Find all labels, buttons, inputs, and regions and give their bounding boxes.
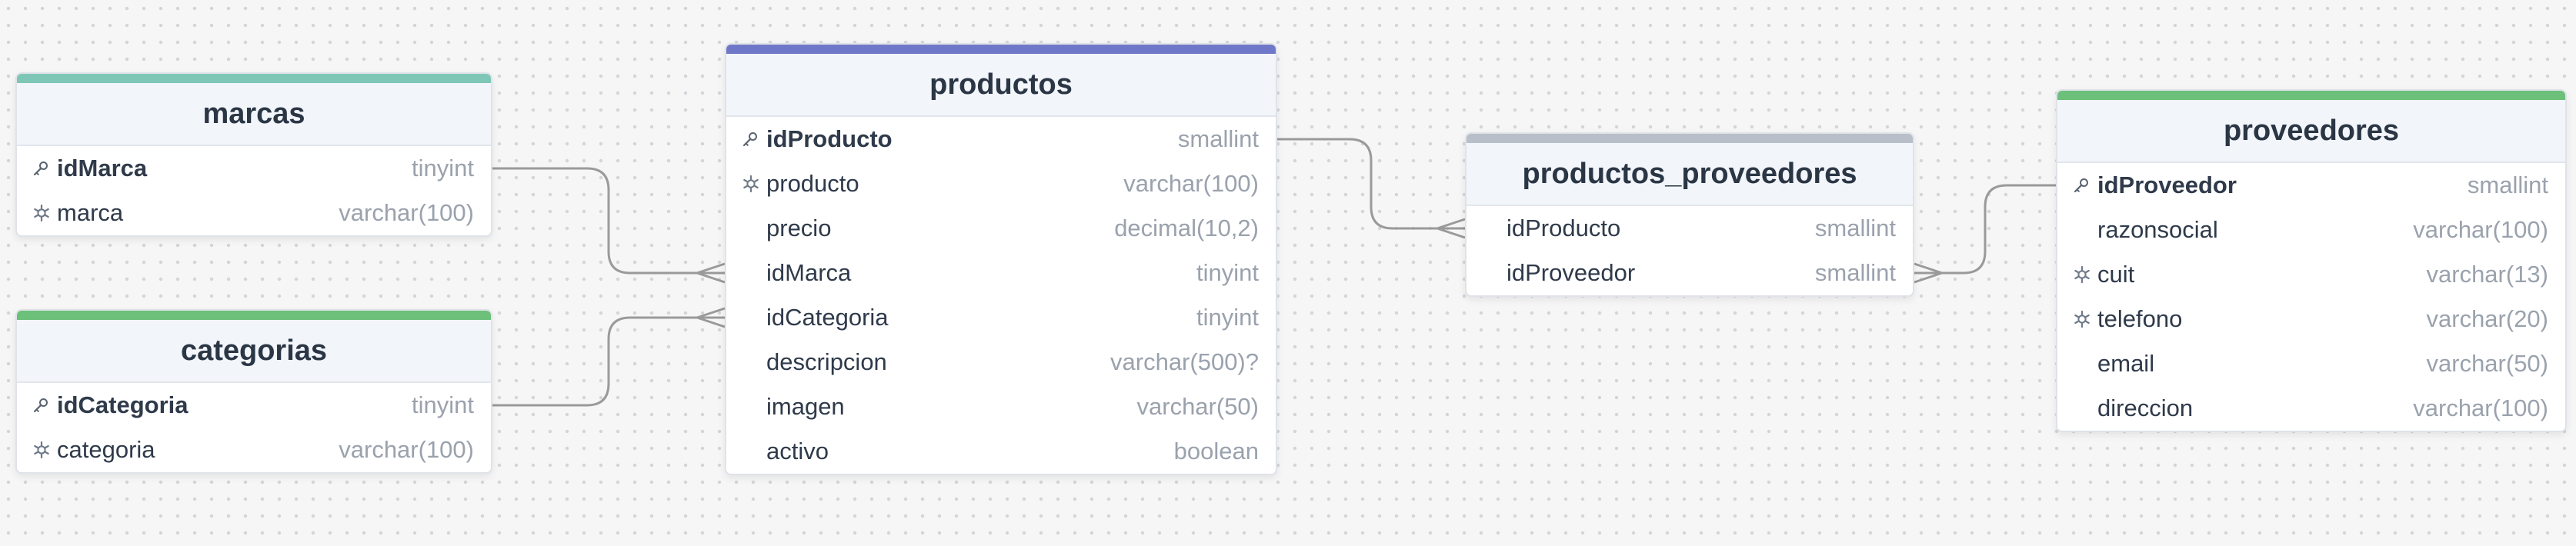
field-type: smallint [1814, 215, 1896, 241]
field-name: idProveedor [1507, 259, 1636, 286]
field-type: tinyint [412, 391, 474, 418]
field-list: idMarca tinyint marca varchar(100) [17, 146, 491, 235]
field-list: idCategoria tinyint categoria varchar(100) [17, 383, 491, 472]
field-name: descripcion [766, 348, 887, 375]
unique-icon [742, 175, 766, 193]
field-row-idMarca[interactable]: idMarca tinyint [726, 251, 1276, 295]
table-header-bar [1467, 134, 1913, 143]
field-row-idCategoria[interactable]: idCategoria tinyint [726, 295, 1276, 340]
field-row-producto[interactable]: producto varchar(100) [726, 161, 1276, 206]
field-list: idProveedor smallint razonsocial varchar(10… [2057, 163, 2565, 431]
field-name: telefono [2097, 305, 2183, 332]
field-name: idCategoria [766, 304, 889, 331]
field-row-imagen[interactable]: imagen varchar(50) [726, 385, 1276, 429]
table-productos-proveedores[interactable]: productos_proveedores idProducto smallint… [1465, 132, 1914, 297]
field-name: precio [766, 215, 832, 241]
field-type: boolean [1173, 438, 1259, 464]
field-row-telefono[interactable]: telefono varchar(20) [2057, 297, 2565, 341]
table-header-bar [726, 45, 1276, 54]
relationship-line-0[interactable] [492, 167, 725, 275]
field-name: categoria [57, 436, 155, 463]
table-header-bar [17, 311, 491, 320]
field-name: marca [57, 199, 124, 226]
field-name: razonsocial [2097, 216, 2218, 243]
field-name: idProducto [1507, 215, 1621, 241]
table-title: marcas [17, 83, 491, 146]
crows-foot-marker [696, 262, 726, 284]
field-type: varchar(50) [2426, 350, 2549, 377]
field-type: varchar(20) [2426, 305, 2549, 332]
field-name: idProveedor [2097, 171, 2237, 198]
field-type: smallint [2467, 171, 2548, 198]
field-type: smallint [1814, 259, 1896, 286]
field-row-idCategoria[interactable]: idCategoria tinyint [17, 383, 491, 428]
field-name: producto [766, 170, 859, 197]
field-type: decimal(10,2) [1114, 215, 1259, 241]
field-row-razonsocial[interactable]: razonsocial varchar(100) [2057, 208, 2565, 252]
field-name: idMarca [57, 155, 148, 181]
unique-icon [2073, 310, 2097, 328]
field-row-marca[interactable]: marca varchar(100) [17, 191, 491, 235]
crows-foot-marker [696, 307, 726, 328]
field-row-idMarca[interactable]: idMarca tinyint [17, 146, 491, 191]
field-type: tinyint [1196, 304, 1259, 331]
field-list: idProducto smallint idProveedor smallint [1467, 206, 1913, 295]
table-header-bar [17, 74, 491, 83]
field-type: varchar(500)? [1110, 348, 1259, 375]
field-row-email[interactable]: email varchar(50) [2057, 341, 2565, 386]
table-marcas[interactable]: marcas idMarca tinyint marca varchar(100) [15, 72, 492, 237]
field-row-precio[interactable]: precio decimal(10,2) [726, 206, 1276, 251]
field-type: varchar(100) [339, 199, 474, 226]
crows-foot-marker [1436, 218, 1466, 239]
field-row-idProveedor[interactable]: idProveedor smallint [2057, 163, 2565, 208]
table-proveedores[interactable]: proveedores idProveedor smallint razonsoci… [2056, 89, 2567, 432]
field-row-activo[interactable]: activo boolean [726, 429, 1276, 474]
crows-foot-marker [1914, 262, 1943, 284]
field-row-idProveedor[interactable]: idProveedor smallint [1467, 251, 1913, 295]
field-type: varchar(100) [2413, 395, 2548, 421]
field-name: idMarca [766, 259, 852, 286]
field-name: email [2097, 350, 2155, 377]
field-row-cuit[interactable]: cuit varchar(13) [2057, 252, 2565, 297]
table-title: productos [726, 54, 1276, 117]
key-icon [32, 160, 57, 177]
field-name: idCategoria [57, 391, 189, 418]
relationship-line-3[interactable] [1914, 184, 2056, 275]
field-type: tinyint [412, 155, 474, 181]
field-type: varchar(100) [2413, 216, 2548, 243]
field-row-descripcion[interactable]: descripcion varchar(500)? [726, 340, 1276, 385]
field-name: direccion [2097, 395, 2194, 421]
table-header-bar [2057, 91, 2565, 100]
table-productos[interactable]: productos idProducto smallint producto varc… [725, 43, 1277, 475]
table-title: categorias [17, 320, 491, 383]
table-categorias[interactable]: categorias idCategoria tinyint categoria va… [15, 309, 492, 474]
field-name: activo [766, 438, 829, 464]
field-type: varchar(100) [339, 436, 474, 463]
key-icon [742, 131, 766, 148]
relationship-line-1[interactable] [492, 316, 725, 407]
key-icon [2073, 177, 2097, 194]
unique-icon [32, 441, 57, 459]
table-title: proveedores [2057, 100, 2565, 163]
relationship-line-2[interactable] [1277, 138, 1465, 230]
table-title: productos_proveedores [1467, 143, 1913, 206]
field-type: varchar(100) [1123, 170, 1259, 197]
field-type: smallint [1177, 125, 1259, 152]
field-name: imagen [766, 393, 845, 420]
field-row-idProducto[interactable]: idProducto smallint [1467, 206, 1913, 251]
field-row-direccion[interactable]: direccion varchar(100) [2057, 386, 2565, 431]
field-row-idProducto[interactable]: idProducto smallint [726, 117, 1276, 161]
unique-icon [2073, 265, 2097, 284]
field-type: varchar(50) [1136, 393, 1260, 420]
key-icon [32, 397, 57, 414]
unique-icon [32, 204, 57, 222]
field-name: idProducto [766, 125, 893, 152]
field-type: tinyint [1196, 259, 1259, 286]
field-row-categoria[interactable]: categoria varchar(100) [17, 428, 491, 472]
field-type: varchar(13) [2426, 261, 2549, 288]
field-name: cuit [2097, 261, 2135, 288]
